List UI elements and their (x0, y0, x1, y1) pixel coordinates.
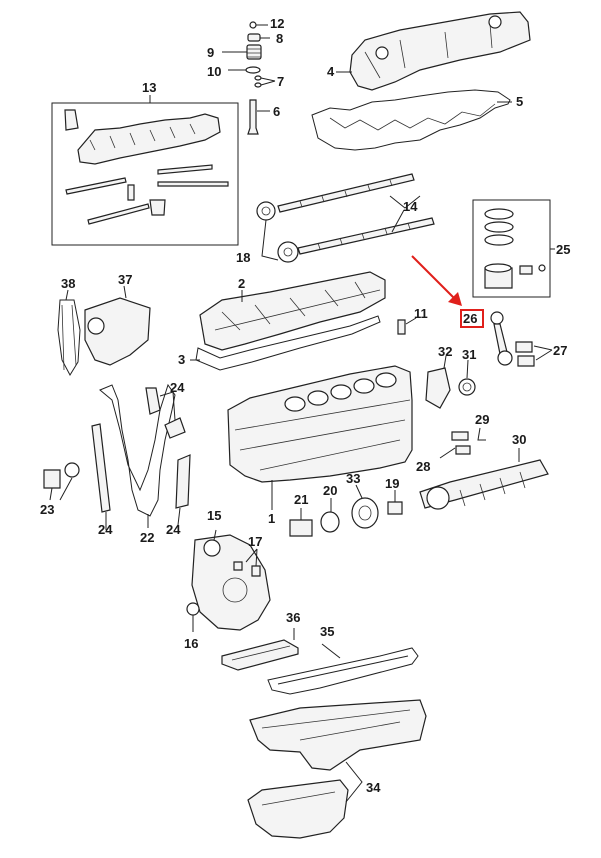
callout-11: 11 (414, 306, 428, 321)
timing-group (43, 285, 191, 530)
callout-labels: 12 8 9 10 7 6 13 4 5 14 18 25 26 27 2 3 … (40, 16, 570, 795)
callout-13: 13 (142, 80, 156, 95)
callout-6: 6 (273, 104, 280, 119)
callout-29: 29 (475, 412, 489, 427)
callout-5: 5 (516, 94, 523, 109)
crank-side-group (289, 355, 549, 537)
camshaft-group (256, 173, 435, 263)
connecting-rod-group (490, 311, 553, 367)
highlight-arrow (411, 255, 457, 301)
callout-34: 34 (366, 780, 381, 795)
callout-20: 20 (323, 483, 337, 498)
callout-31: 31 (462, 347, 476, 362)
valve-parts-group (222, 21, 276, 135)
callout-3: 3 (178, 352, 185, 367)
callout-30: 30 (512, 432, 526, 447)
callout-2: 2 (238, 276, 245, 291)
engine-block-group (227, 365, 413, 510)
callout-19: 19 (385, 476, 399, 491)
oil-pan-group (247, 699, 427, 839)
piston-box (472, 199, 555, 298)
callout-1: 1 (268, 511, 275, 526)
callout-9: 9 (207, 45, 214, 60)
callout-12: 12 (270, 16, 284, 31)
callout-24-right: 24 (166, 522, 181, 537)
callout-15: 15 (207, 508, 221, 523)
callout-27: 27 (553, 343, 567, 358)
callout-23: 23 (40, 502, 54, 517)
rocker-assembly-box (51, 95, 239, 246)
callout-36: 36 (286, 610, 300, 625)
callout-10: 10 (207, 64, 221, 79)
callout-24-top: 24 (170, 380, 185, 395)
callout-4: 4 (327, 64, 335, 79)
callout-28: 28 (416, 459, 430, 474)
oil-pan-gasket-group (221, 628, 419, 695)
callout-25: 25 (556, 242, 570, 257)
callout-32: 32 (438, 344, 452, 359)
callout-24-left: 24 (98, 522, 113, 537)
callout-16: 16 (184, 636, 198, 651)
callout-18: 18 (236, 250, 250, 265)
callout-22: 22 (140, 530, 154, 545)
callout-17: 17 (248, 534, 262, 549)
callout-8: 8 (276, 31, 283, 46)
highlight-box-26 (460, 309, 484, 328)
callout-21: 21 (294, 492, 308, 507)
callout-38: 38 (61, 276, 75, 291)
callout-33: 33 (346, 471, 360, 486)
front-cover-group (186, 529, 271, 632)
valve-cover-group (311, 11, 531, 151)
callout-35: 35 (320, 624, 334, 639)
highlight-group (411, 255, 484, 328)
highlight-arrowhead (448, 292, 462, 306)
callout-26: 26 (463, 311, 477, 326)
callout-14: 14 (403, 199, 418, 214)
cylinder-head-group (190, 271, 417, 371)
callout-37: 37 (118, 272, 132, 287)
callout-7: 7 (277, 74, 284, 89)
